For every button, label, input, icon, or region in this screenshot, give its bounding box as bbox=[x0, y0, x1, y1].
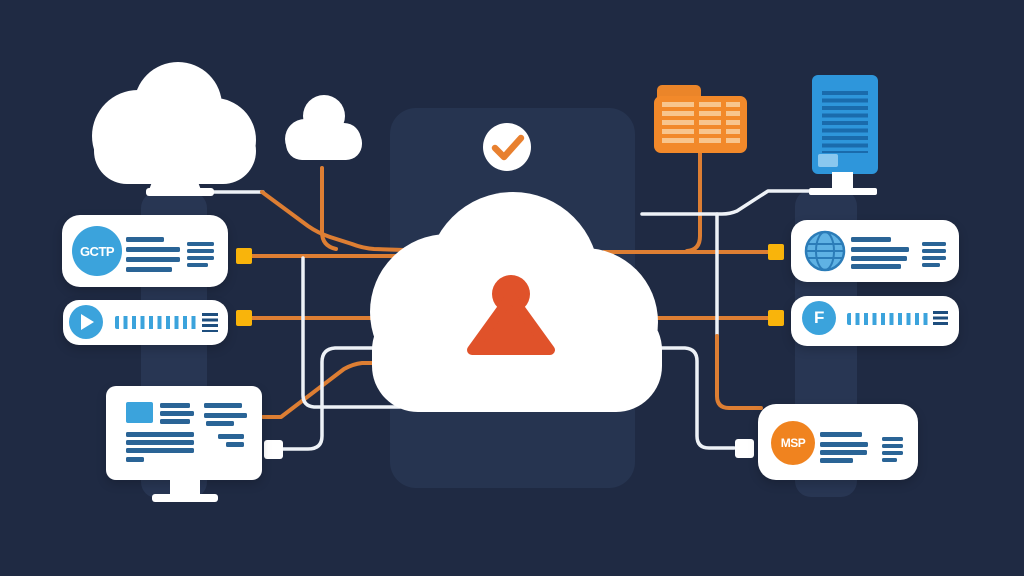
play-icon bbox=[69, 305, 103, 339]
text-bar bbox=[851, 256, 907, 261]
monitor-icon bbox=[106, 386, 262, 480]
msp-card-line bbox=[715, 334, 763, 410]
server-icon bbox=[812, 75, 878, 174]
small-cloud-line bbox=[320, 166, 338, 251]
msp-badge-label: MSP bbox=[780, 436, 806, 450]
text-bar bbox=[126, 247, 180, 252]
big-cloud-icon bbox=[92, 62, 256, 196]
yellow-node-gcp bbox=[236, 248, 252, 264]
white-node-msp bbox=[735, 439, 754, 458]
gcp-badge-icon: GCTP bbox=[72, 226, 122, 276]
text-bar bbox=[820, 458, 853, 463]
server-stand-base bbox=[809, 188, 877, 195]
text-bar bbox=[160, 411, 194, 416]
play-card bbox=[63, 300, 228, 345]
cloud-pedestal-bar bbox=[146, 188, 214, 196]
text-bar bbox=[820, 432, 862, 437]
text-bar bbox=[126, 257, 180, 262]
text-bar bbox=[820, 450, 867, 455]
waveform-dashes bbox=[847, 313, 931, 325]
server-slots bbox=[822, 91, 868, 153]
text-bar bbox=[204, 413, 247, 418]
hamburger-icon bbox=[933, 311, 948, 328]
text-bar bbox=[882, 458, 897, 462]
white-node-monitor bbox=[264, 440, 283, 459]
text-bar bbox=[851, 237, 891, 242]
server-line bbox=[640, 189, 816, 216]
keyhole-icon bbox=[467, 275, 555, 355]
text-bar bbox=[204, 403, 242, 408]
yellow-node-globe bbox=[768, 244, 784, 260]
text-bar bbox=[126, 432, 194, 437]
text-bar bbox=[922, 249, 946, 253]
f-badge-label: F bbox=[814, 308, 824, 327]
text-bar bbox=[187, 256, 214, 260]
check-icon bbox=[483, 123, 531, 171]
monitor-image-block bbox=[126, 402, 153, 423]
server-stand-neck bbox=[832, 172, 853, 190]
text-bar bbox=[126, 440, 194, 445]
text-bar bbox=[882, 437, 903, 441]
small-cloud-icon bbox=[285, 95, 362, 160]
text-bar bbox=[160, 419, 190, 424]
text-bar bbox=[851, 264, 901, 269]
text-bar bbox=[160, 403, 190, 408]
server-chip bbox=[818, 154, 838, 167]
text-bar bbox=[882, 444, 903, 448]
monitor-stand-base bbox=[152, 494, 218, 502]
globe-icon bbox=[804, 230, 846, 272]
folder-rows bbox=[699, 102, 721, 147]
text-bar bbox=[922, 263, 940, 267]
connector-lines bbox=[210, 148, 816, 451]
monitor-node-line bbox=[281, 346, 386, 451]
yellow-node-f bbox=[768, 310, 784, 326]
folder-icon bbox=[654, 96, 747, 153]
folder-rows bbox=[662, 102, 694, 147]
folder-rows bbox=[726, 102, 740, 147]
gcp-card: GCTP bbox=[62, 215, 228, 287]
f-badge-icon: F bbox=[802, 301, 836, 335]
text-bar bbox=[922, 256, 946, 260]
msp-card: MSP bbox=[758, 404, 918, 480]
monitor-line bbox=[261, 361, 394, 419]
text-bar bbox=[187, 242, 214, 246]
cloud-keyhole-icon bbox=[370, 192, 662, 412]
text-bar bbox=[851, 247, 909, 252]
waveform-dashes bbox=[115, 316, 199, 329]
text-bar bbox=[126, 448, 194, 453]
text-bar bbox=[206, 421, 234, 426]
monitor-stand-neck bbox=[170, 478, 200, 496]
globe-card bbox=[791, 220, 959, 282]
under-cloud-white-line bbox=[301, 256, 402, 409]
f-card: F bbox=[791, 296, 959, 346]
text-bar bbox=[126, 237, 164, 242]
text-bar bbox=[187, 249, 214, 253]
text-bar bbox=[922, 242, 946, 246]
text-bar bbox=[820, 442, 868, 447]
text-bar bbox=[882, 451, 903, 455]
msp-badge-icon: MSP bbox=[771, 421, 815, 465]
text-bar bbox=[187, 263, 208, 267]
msp-node-line bbox=[642, 346, 736, 450]
text-bar bbox=[226, 442, 244, 447]
text-bar bbox=[126, 267, 172, 272]
hamburger-icon bbox=[202, 313, 218, 332]
play-triangle bbox=[81, 314, 94, 330]
yellow-node-play bbox=[236, 310, 252, 326]
pedestal-to-cloud-line bbox=[260, 190, 406, 252]
text-bar bbox=[126, 457, 144, 462]
folder-line bbox=[685, 148, 702, 253]
text-bar bbox=[218, 434, 244, 439]
gcp-badge-label: GCTP bbox=[79, 243, 115, 259]
